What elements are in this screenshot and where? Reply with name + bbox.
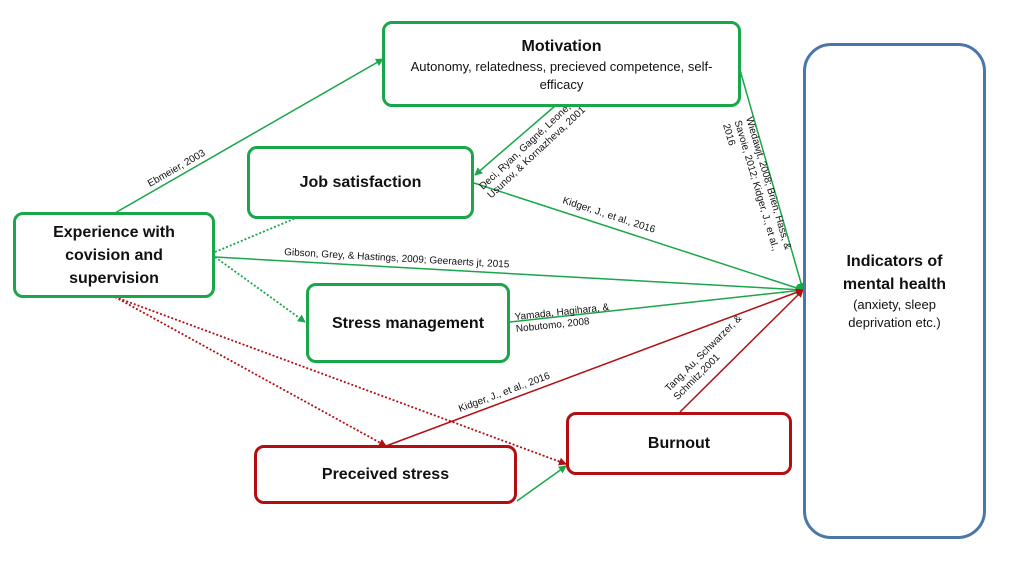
node-stress-management-title: Stress management bbox=[331, 314, 485, 332]
label-yamada: Yamada, Hagihara, & Nobutomo, 2008 bbox=[514, 302, 610, 335]
label-deci-line1: Deci, Ryan, Gagné, Leone, bbox=[478, 102, 574, 192]
node-indicators: Indicators of mental health (anxiety, sl… bbox=[803, 43, 986, 539]
node-indicators-subtitle: (anxiety, sleep deprivation etc.) bbox=[848, 297, 941, 330]
arrow-experience-job-dotted bbox=[214, 212, 309, 253]
arrow-experience-motivation bbox=[114, 58, 384, 214]
node-stress-management: Stress management bbox=[306, 283, 510, 363]
label-deci: Deci, Ryan, Gagné, Leone, Usunov, & Korn… bbox=[478, 102, 589, 201]
node-job-satisfaction-title: Job satisfaction bbox=[299, 174, 422, 191]
arrow-experience-indicators bbox=[214, 256, 804, 294]
arrow-motivation-indicators bbox=[739, 69, 805, 291]
arrow-experience-stress-mgmt-dotted bbox=[214, 256, 306, 323]
arrow-job-indicators bbox=[473, 182, 804, 292]
node-burnout: Burnout bbox=[566, 412, 792, 475]
node-perceived-stress: Preceived stress bbox=[254, 445, 517, 504]
node-indicators-title: Indicators of mental health bbox=[842, 253, 947, 293]
node-experience: Experience with covision and supervision bbox=[13, 212, 215, 298]
node-motivation-title: Motivation bbox=[521, 37, 602, 55]
node-perceived-stress-title: Preceived stress bbox=[321, 466, 450, 483]
arrow-experience-burnout-dotted bbox=[114, 296, 567, 466]
label-ebmeier: Ebmeier, 2003 bbox=[146, 148, 208, 190]
arrow-perceived-indicators bbox=[385, 288, 804, 447]
arrow-perceived-burnout bbox=[516, 465, 567, 502]
label-kidger-stress: Kidger, J., et al., 2016 bbox=[457, 370, 552, 414]
node-experience-title: Experience with covision and supervision bbox=[53, 223, 175, 287]
node-motivation: Motivation Autonomy, relatedness, precie… bbox=[382, 21, 741, 107]
arrow-experience-perceived-dotted bbox=[114, 296, 387, 447]
label-wiedaw: Wiedawjt, 2008; Brien, Hass, & Savoie, 2… bbox=[720, 116, 793, 253]
arrow-stress-mgmt-indicators bbox=[509, 286, 804, 323]
arrow-motivation-job bbox=[474, 105, 556, 176]
label-tang-line1: Tang, Au, Schwarzer, & bbox=[663, 313, 744, 394]
node-burnout-title: Burnout bbox=[647, 435, 711, 452]
node-job-satisfaction: Job satisfaction bbox=[247, 146, 474, 219]
arrow-burnout-indicators bbox=[679, 289, 804, 413]
node-motivation-subtitle: Autonomy, relatedness, precieved compete… bbox=[410, 58, 713, 92]
label-tang: Tang, Au, Schwarzer, & Schmitz,2001 bbox=[663, 313, 744, 403]
